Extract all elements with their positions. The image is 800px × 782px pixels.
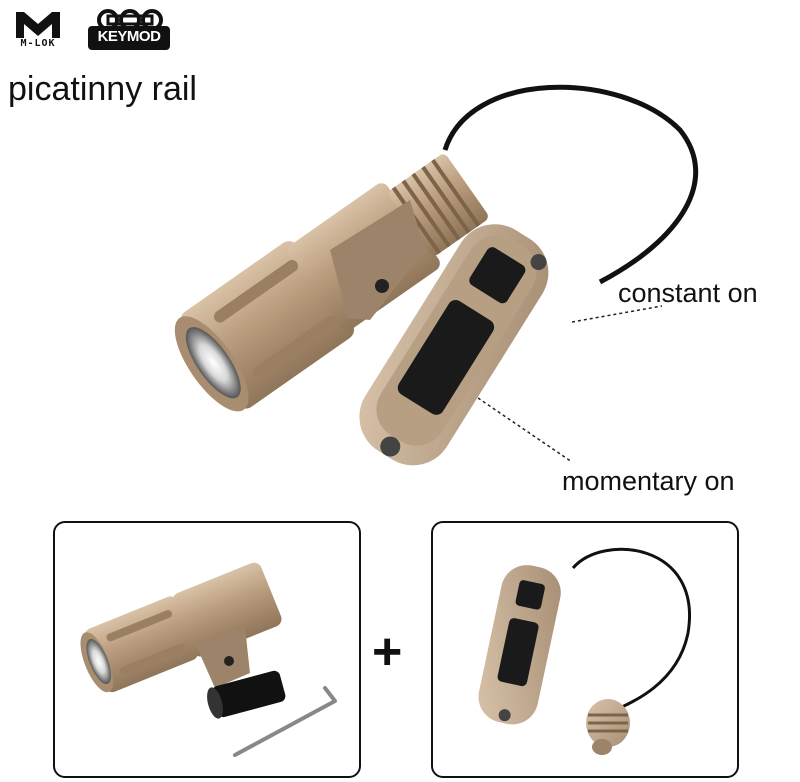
remote-switch [359,224,549,466]
weapon-light [174,154,488,412]
momentary-on-label: momentary on [562,466,735,496]
switch-kit-image [478,547,692,755]
mlok-logo-text: M-LOK [20,38,56,49]
light-kit-image [80,562,337,757]
keymod-logo [88,9,170,50]
constant-on-label: constant on [618,278,758,308]
product-main-image [174,84,699,466]
page-title: picatinny rail [8,70,197,108]
light-kit-panel [53,521,361,778]
plus-sign: + [372,623,403,681]
switch-kit-panel [431,521,739,778]
mlok-logo [16,12,60,38]
keymod-logo-text: KEYMOD [97,28,161,45]
